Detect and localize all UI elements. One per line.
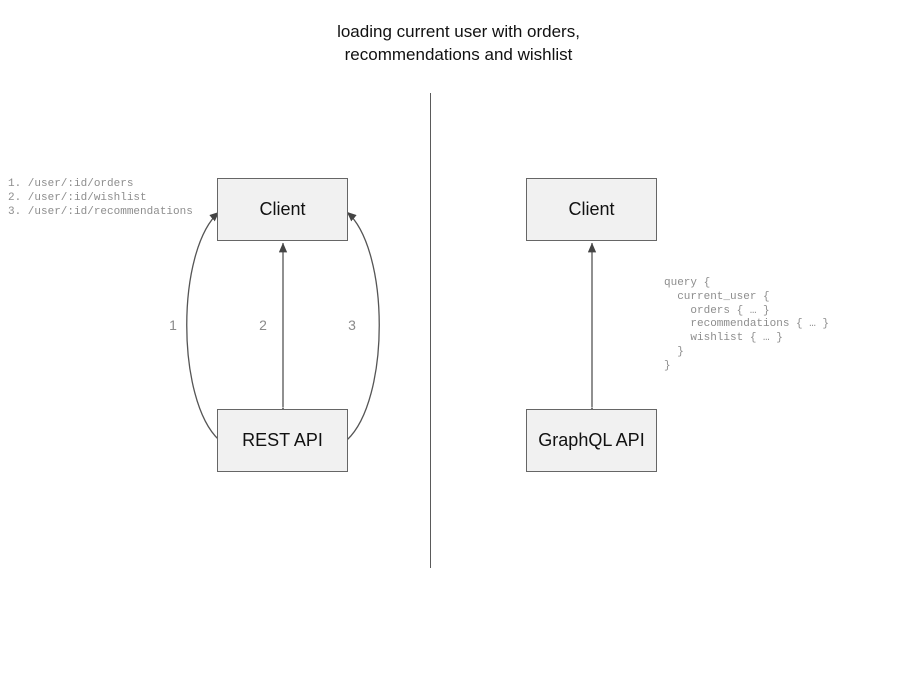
node-label: GraphQL API	[538, 430, 645, 450]
edge-label-2: 2	[259, 317, 267, 333]
rest-endpoints-list: 1. /user/:id/orders 2. /user/:id/wishlis…	[8, 178, 193, 218]
node-rest-api[interactable]: REST API	[217, 409, 348, 472]
node-client-rest[interactable]: Client	[217, 178, 348, 241]
node-label: Client	[259, 199, 306, 219]
graphql-query-snippet: query { current_user { orders { … } reco…	[664, 277, 830, 372]
node-label: Client	[568, 199, 615, 219]
edge-rest-1	[186, 211, 229, 450]
node-graphql-api[interactable]: GraphQL API	[526, 409, 657, 472]
edge-label-3: 3	[348, 317, 356, 333]
node-label: REST API	[242, 430, 323, 450]
node-client-graphql[interactable]: Client	[526, 178, 657, 241]
edge-rest-3	[337, 211, 380, 450]
page-title: loading current user with orders, recomm…	[337, 22, 580, 64]
panel-divider	[430, 93, 431, 568]
edge-label-1: 1	[169, 317, 177, 333]
